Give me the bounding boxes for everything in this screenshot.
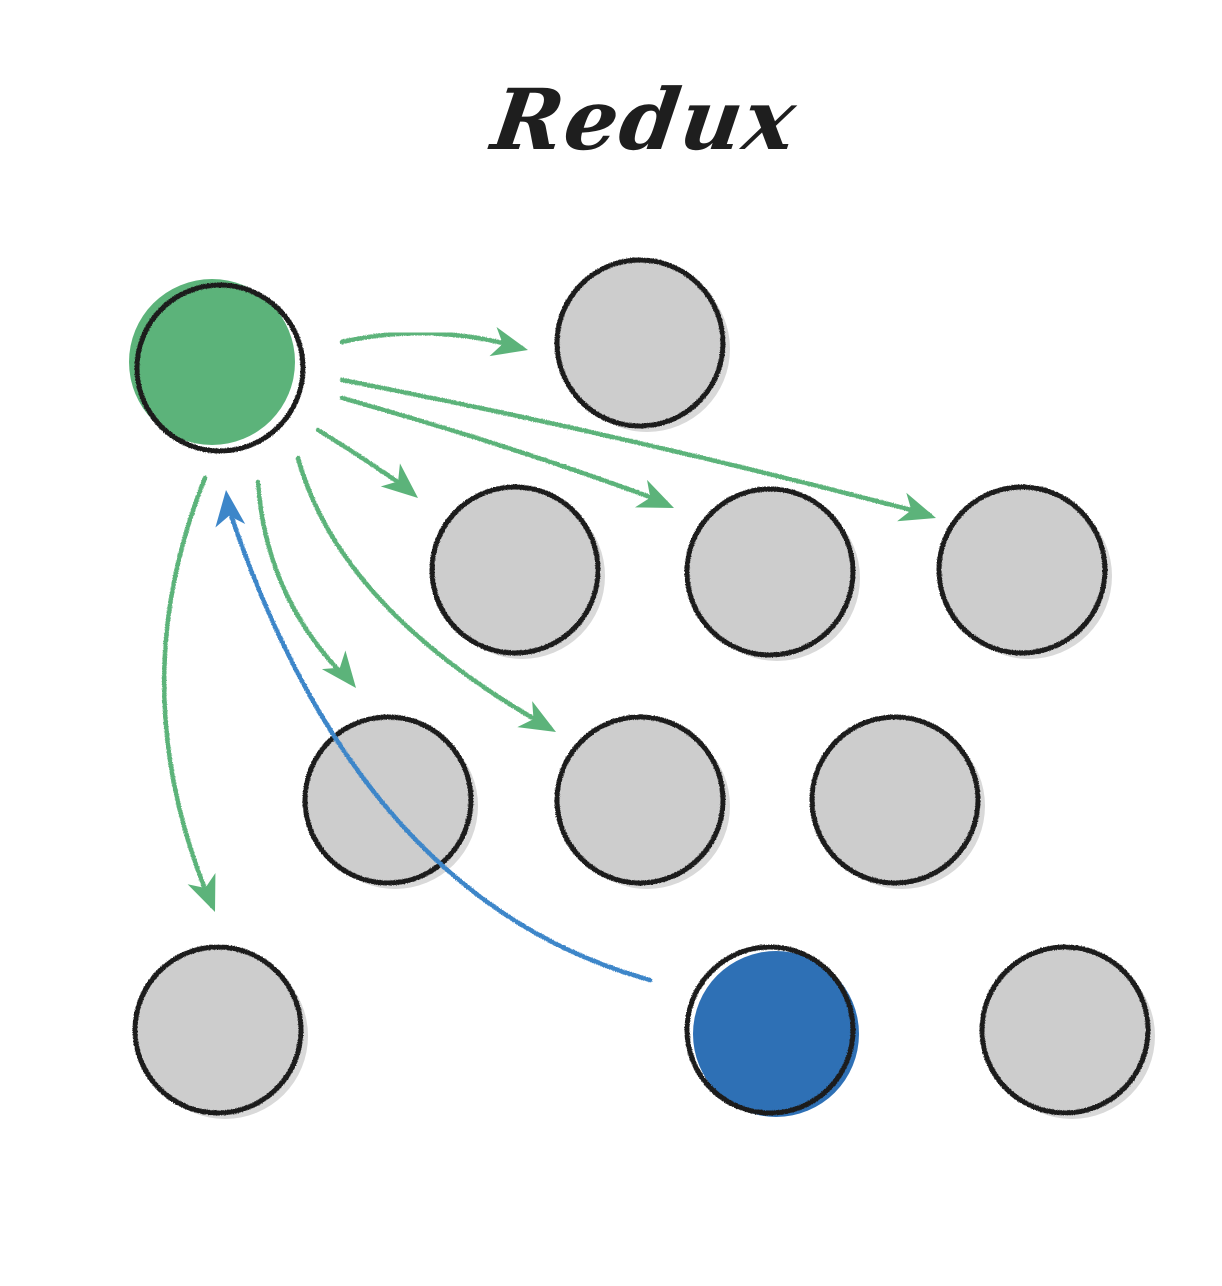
component-node-r3c1-outline (302, 714, 474, 886)
component-node-r2c1-fill (434, 489, 596, 651)
component-node-r4c3-fill (984, 949, 1146, 1111)
component-node-r3c1 (302, 714, 478, 889)
store-node-outline (134, 282, 306, 454)
component-node-r3c2-outline (554, 714, 726, 886)
component-node-r1c2 (554, 257, 730, 432)
component-node-r4c1-fill (137, 949, 299, 1111)
component-node-r2c3 (936, 484, 1112, 659)
update-arrow-r2c3-head (897, 492, 936, 522)
component-node-r2c3-fill (941, 489, 1103, 651)
update-arrow-r2c2-head (635, 479, 674, 508)
component-node-r3c3-fill (814, 719, 976, 881)
update-arrow-r1c2 (339, 326, 528, 357)
update-arrow-r4c1-line (162, 475, 215, 909)
component-node-r2c2 (684, 486, 860, 661)
component-node-r1c2-fill (559, 262, 721, 424)
update-arrow-r2c3 (339, 377, 936, 522)
component-node-r3c2 (554, 714, 730, 889)
component-node-r2c1-outline (429, 484, 601, 656)
dispatcher-node-outline (684, 944, 856, 1116)
update-arrow-r2c2 (339, 395, 674, 508)
update-arrow-r3c1-line (255, 479, 353, 685)
update-arrow-r3c2 (295, 455, 556, 732)
action-arrow-head (215, 490, 246, 528)
component-node-r4c1-outline (132, 944, 304, 1116)
component-node-r4c3 (979, 944, 1155, 1119)
update-arrow-r1c2-line (339, 331, 525, 351)
update-arrow-r3c1-head (321, 650, 356, 688)
component-node-r3c2-fill (559, 719, 721, 881)
arrows-layer (162, 326, 936, 912)
update-arrow-r4c1-head (187, 873, 216, 912)
component-node-r2c1 (429, 484, 605, 659)
update-arrow-r3c2-head (517, 701, 556, 732)
component-node-r4c3-outline (979, 944, 1151, 1116)
update-arrow-r1c2-head (489, 326, 528, 357)
component-node-r2c2-fill (689, 491, 851, 653)
update-arrow-r3c1 (255, 479, 356, 688)
update-arrow-r4c1 (162, 475, 216, 912)
update-arrow-r2c1 (315, 427, 418, 498)
dispatcher-node (684, 944, 859, 1117)
nodes-layer (129, 257, 1155, 1119)
dispatcher-node-fill (693, 951, 859, 1117)
component-node-r3c3-outline (809, 714, 981, 886)
component-node-r2c2-outline (684, 486, 856, 658)
action-arrow-line (227, 509, 653, 983)
action-layer (215, 490, 653, 983)
component-node-r3c1-fill (307, 719, 469, 881)
store-node (129, 279, 306, 454)
update-arrow-r2c2-line (339, 395, 669, 506)
component-node-r2c3-outline (936, 484, 1108, 656)
action-arrow (215, 490, 653, 983)
update-arrow-r2c3-line (339, 377, 933, 518)
component-node-r3c3 (809, 714, 985, 889)
component-node-r1c2-outline (554, 257, 726, 429)
component-node-r4c1 (132, 944, 308, 1119)
store-node-fill (129, 279, 295, 445)
update-arrow-r3c2-line (295, 455, 553, 731)
update-arrow-r2c1-head (380, 463, 418, 498)
